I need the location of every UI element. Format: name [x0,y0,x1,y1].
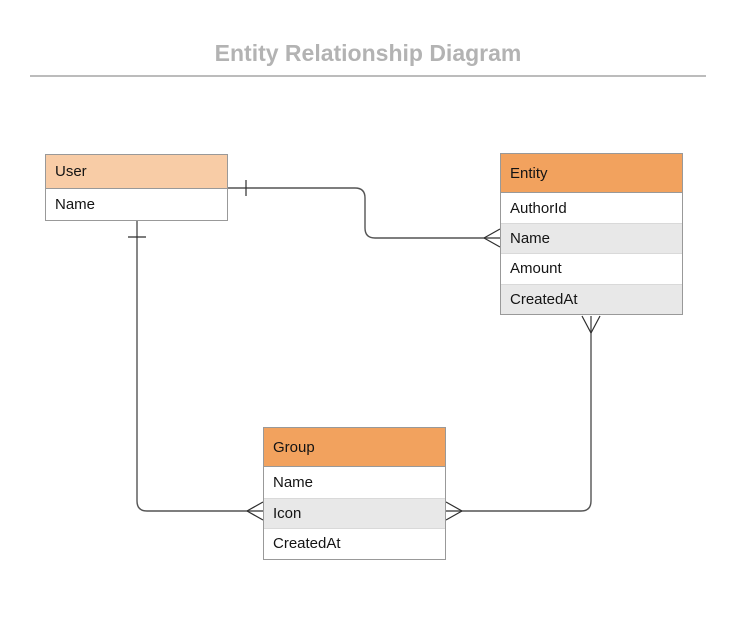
table-field[interactable]: Amount [501,253,682,284]
crow-foot-entity-bottom [581,315,601,334]
entity-table-group[interactable]: Group Name Icon CreatedAt [263,427,446,560]
table-field[interactable]: Icon [264,497,445,528]
table-field[interactable]: Name [46,189,227,220]
crow-foot-entity-left [483,228,501,248]
table-header-entity[interactable]: Entity [501,154,682,193]
table-header-user[interactable]: User [46,155,227,189]
relationship-user-entity[interactable] [228,180,501,248]
diagram-title: Entity Relationship Diagram [214,40,522,66]
title-divider [30,75,706,77]
table-field[interactable]: AuthorId [501,193,682,224]
table-header-group[interactable]: Group [264,428,445,467]
table-field[interactable]: Name [501,223,682,254]
crow-foot-group-right [445,501,463,521]
relationship-entity-group[interactable] [445,315,601,521]
entity-table-user[interactable]: User Name [45,154,228,221]
table-field[interactable]: CreatedAt [501,283,682,314]
relationship-user-group[interactable] [128,220,264,521]
table-field[interactable]: CreatedAt [264,528,445,559]
entity-table-entity[interactable]: Entity AuthorId Name Amount CreatedAt [500,153,683,315]
crow-foot-group-left [246,501,264,521]
table-field[interactable]: Name [264,467,445,498]
